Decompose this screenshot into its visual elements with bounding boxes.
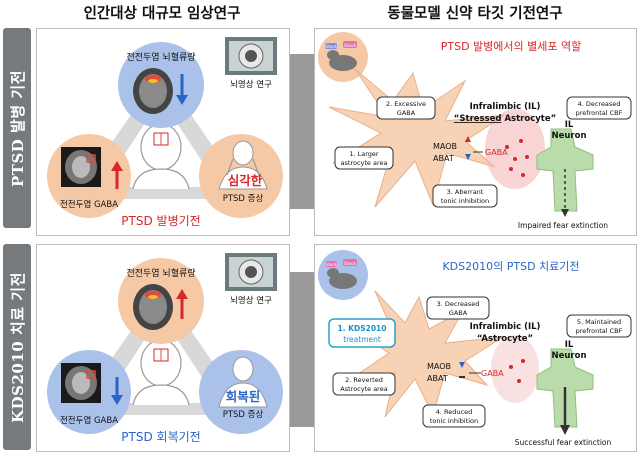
box-tonic-inhibition bbox=[432, 184, 498, 208]
cbf-up-arrow-icon bbox=[176, 289, 188, 319]
neuron-label-2: Neuron bbox=[551, 351, 586, 361]
maob-label: MAOB bbox=[433, 142, 457, 151]
svg-text:prefrontal CBF: prefrontal CBF bbox=[576, 327, 623, 335]
svg-text:1. Larger: 1. Larger bbox=[349, 150, 379, 158]
head-silhouette-icon bbox=[132, 123, 190, 190]
abat-down-icon bbox=[465, 154, 471, 160]
abat-neutral-icon bbox=[459, 376, 465, 378]
distressed-person-icon bbox=[218, 140, 268, 190]
svg-text:2. Reverted: 2. Reverted bbox=[345, 376, 383, 384]
abat-label: ABAT bbox=[427, 374, 448, 383]
brain-scan-icon bbox=[133, 284, 173, 330]
astro-rest: Astrocyte” bbox=[502, 114, 557, 124]
symptom-word: 회복된 bbox=[226, 389, 261, 404]
box-kds2010-treatment bbox=[328, 318, 396, 348]
svg-text:tonic inhibition: tonic inhibition bbox=[441, 197, 489, 205]
brain-scan-icon bbox=[133, 68, 173, 114]
cbf-label: 전전두엽 뇌혈류량 bbox=[126, 267, 195, 279]
maob-label: MAOB bbox=[427, 362, 451, 371]
side-label-treatment: KDS2010 치료 기전 bbox=[3, 244, 31, 450]
box-maintained-cbf bbox=[566, 314, 632, 338]
gaba-label: 전전두엽 GABA bbox=[60, 199, 118, 210]
badge-shock-1: Shock bbox=[344, 43, 357, 48]
svg-text:Astrocyte area: Astrocyte area bbox=[340, 385, 387, 393]
neuron-label-1: IL bbox=[565, 340, 574, 350]
gaba-up-arrow-icon bbox=[111, 161, 123, 189]
connector-band-top bbox=[288, 54, 314, 209]
abat-label: ABAT bbox=[433, 154, 454, 163]
imaging-label: 뇌영상 연구 bbox=[230, 295, 272, 306]
mechanism-title: KDS2010의 PTSD 치료기전 bbox=[442, 260, 579, 273]
svg-text:tonic inhibition: tonic inhibition bbox=[430, 417, 478, 425]
svg-text:“Stressed Astrocyte”: “Stressed Astrocyte” bbox=[454, 114, 556, 124]
mechanism-panel-onset: Shock Shock PTSD 발병에서의 별세포 역할 IL Neuron … bbox=[314, 28, 637, 236]
head-silhouette-icon bbox=[132, 339, 190, 406]
gaba-down-arrow-icon bbox=[111, 377, 123, 405]
neuron-label-1: IL bbox=[565, 120, 574, 130]
astro-stressed: “Stressed bbox=[454, 114, 502, 124]
symptom-word: 심각한 bbox=[228, 173, 263, 188]
astro-line-1: Infralimbic (IL) bbox=[470, 322, 541, 332]
svg-text:astrocyte area: astrocyte area bbox=[341, 159, 388, 167]
box-decreased-cbf bbox=[566, 96, 632, 120]
outcome-label: Impaired fear extinction bbox=[518, 221, 608, 230]
mechanism-panel-treatment: Shock Shock KDS2010의 PTSD 치료기전 IL Neuron… bbox=[314, 244, 637, 452]
outcome-label: Successful fear extinction bbox=[515, 438, 612, 447]
gaba-label: 전전두엽 GABA bbox=[60, 415, 118, 426]
symptom-label: PTSD 증상 bbox=[223, 409, 264, 420]
gaba-label: GABA bbox=[481, 369, 504, 378]
mouse-shock-badge-icon bbox=[318, 250, 368, 300]
svg-text:1. KDS2010: 1. KDS2010 bbox=[338, 324, 387, 333]
astro-line-2: “Astrocyte” bbox=[477, 334, 533, 344]
svg-text:prefrontal CBF: prefrontal CBF bbox=[576, 109, 623, 117]
cbf-label: 전전두엽 뇌혈류량 bbox=[126, 51, 195, 63]
badge-shock-1: Shock bbox=[344, 261, 357, 266]
svg-text:3. Aberrant: 3. Aberrant bbox=[447, 188, 484, 196]
side-label-onset: PTSD 발병 기전 bbox=[3, 28, 31, 228]
badge-shock-2: Shock bbox=[325, 44, 338, 49]
neuron-label-2: Neuron bbox=[551, 131, 586, 141]
box-excessive-gaba bbox=[376, 96, 436, 120]
svg-text:4. Decreased: 4. Decreased bbox=[578, 100, 621, 108]
gaba-label: GABA bbox=[485, 148, 508, 157]
mechanism-header: 동물모델 신약 타깃 기전연구 bbox=[387, 5, 563, 22]
maob-up-icon bbox=[465, 136, 471, 142]
imaging-label: 뇌영상 연구 bbox=[230, 79, 272, 90]
svg-text:GABA: GABA bbox=[397, 109, 416, 117]
clinical-panel-recovery: 전전두엽 뇌혈류량 뇌영상 연구 전전두엽 GABA 회복된 PTSD 증상 P… bbox=[36, 244, 290, 452]
brain-mri-icon bbox=[61, 363, 101, 403]
box-larger-area bbox=[334, 146, 394, 170]
cbf-down-arrow-icon bbox=[176, 74, 188, 105]
maob-down-icon bbox=[459, 362, 465, 368]
svg-text:treatment: treatment bbox=[343, 335, 381, 344]
box-reverted-area bbox=[332, 372, 396, 396]
svg-text:4. Reduced: 4. Reduced bbox=[436, 408, 472, 416]
clinical-header: 인간대상 대규모 임상연구 bbox=[83, 5, 241, 22]
brain-mri-icon bbox=[61, 147, 101, 187]
symptom-label: PTSD 증상 bbox=[223, 193, 264, 204]
box-decreased-gaba bbox=[426, 296, 490, 320]
calm-person-icon bbox=[218, 356, 268, 408]
svg-text:5. Maintained: 5. Maintained bbox=[577, 318, 621, 326]
box-reduced-inhibition bbox=[422, 404, 486, 428]
svg-text:2. Excessive: 2. Excessive bbox=[386, 100, 426, 108]
connector-band-bottom bbox=[288, 272, 314, 427]
svg-text:3. Decreased: 3. Decreased bbox=[437, 300, 480, 308]
astro-line-1: Infralimbic (IL) bbox=[470, 102, 541, 112]
clinical-caption: PTSD 회복기전 bbox=[121, 430, 200, 444]
svg-text:GABA: GABA bbox=[449, 309, 468, 317]
astrocyte-shape bbox=[344, 290, 504, 418]
badge-shock-2: Shock bbox=[325, 262, 338, 267]
mechanism-title: PTSD 발병에서의 별세포 역할 bbox=[441, 40, 582, 53]
clinical-panel-onset: 전전두엽 뇌혈류량 뇌영상 연구 전전두엽 GABA 심각한 PTSD 증상 P… bbox=[36, 28, 290, 236]
clinical-caption: PTSD 발병기전 bbox=[121, 214, 200, 228]
